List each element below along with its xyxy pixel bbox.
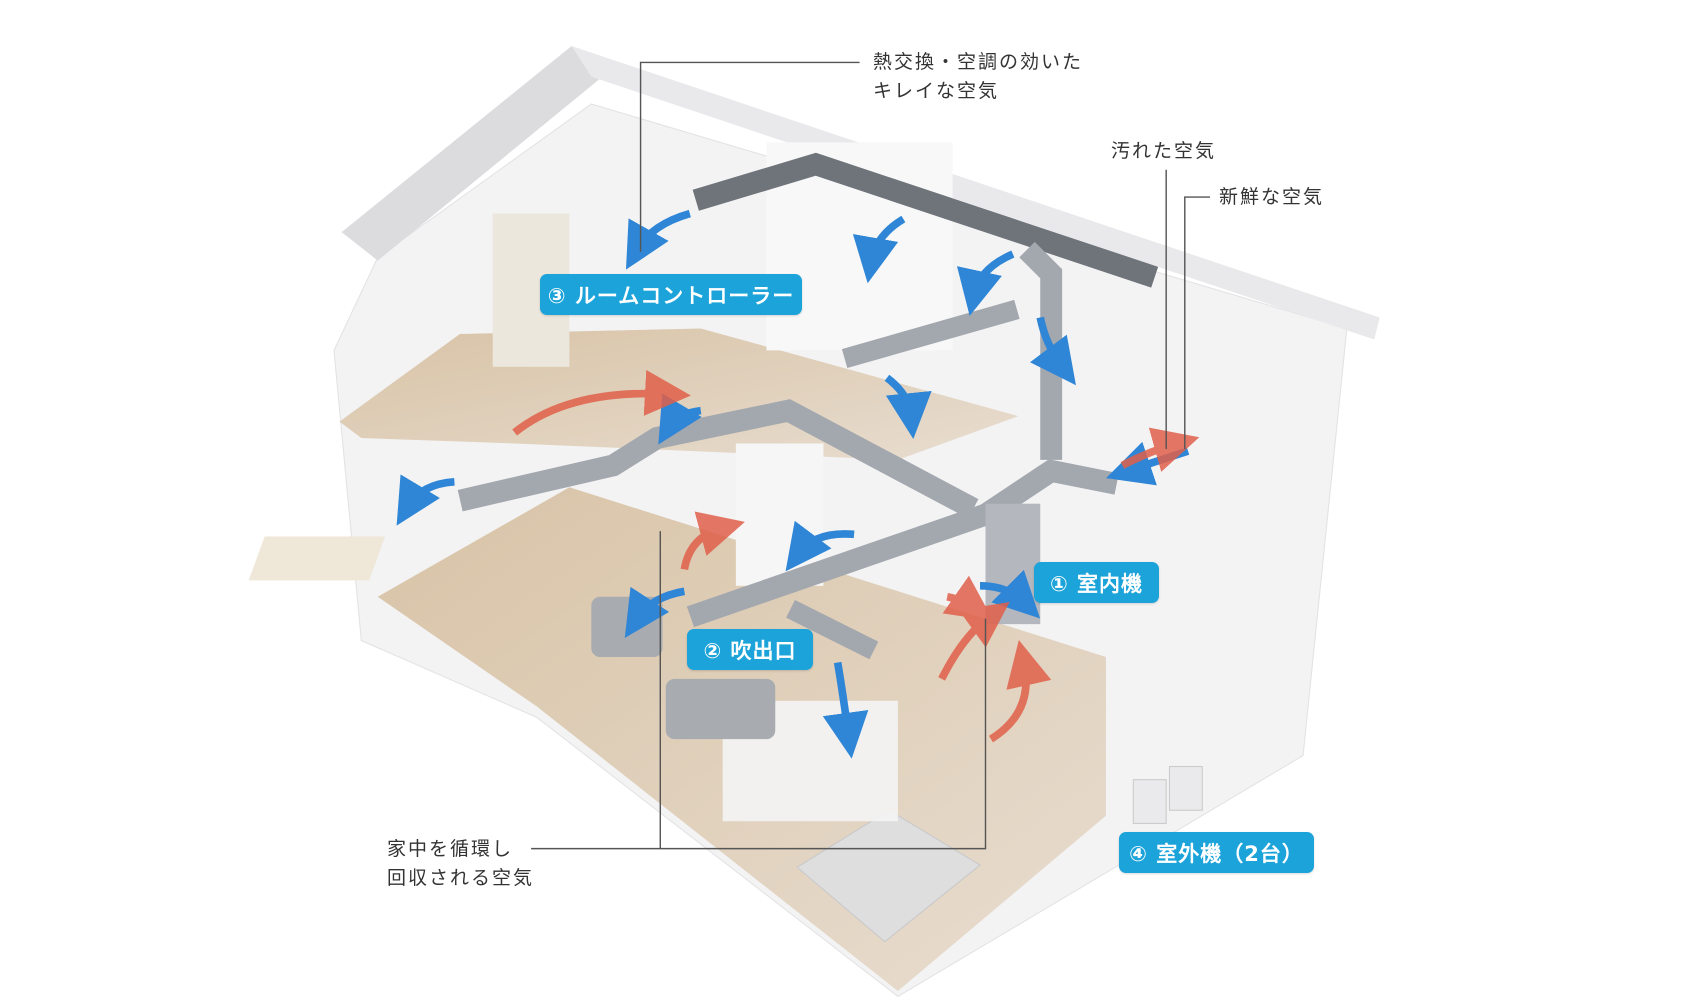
outdoor-unit-badge: ④ 室外機（2台） bbox=[1119, 832, 1314, 873]
recirculated-air-line2: 回収される空気 bbox=[387, 867, 535, 889]
tiled-entry bbox=[796, 809, 981, 943]
leader-lines bbox=[531, 61, 1210, 850]
dirty-air-label: 汚れた空気 bbox=[1111, 140, 1217, 162]
outdoor-unit-2 bbox=[1168, 765, 1203, 811]
recirculated-air-label: 家中を循環し 回収される空気 bbox=[387, 835, 534, 893]
duct-network bbox=[457, 152, 1159, 660]
indoor-unit-badge: ① 室内機 bbox=[1034, 562, 1159, 603]
room-controller-badge: ③ ルームコントローラー bbox=[540, 274, 802, 315]
sofa bbox=[665, 678, 776, 740]
conditioned-air-line1: 熱交換・空調の効いた bbox=[873, 51, 1084, 73]
conditioned-air-label: 熱交換・空調の効いた キレイな空気 bbox=[873, 48, 1083, 106]
outdoor-unit-1 bbox=[1132, 779, 1167, 824]
conditioned-air-line2: キレイな空気 bbox=[873, 80, 1000, 102]
return-air-arrows bbox=[512, 369, 1200, 743]
outlet-badge: ② 吹出口 bbox=[687, 629, 813, 670]
recirculated-air-line1: 家中を循環し bbox=[387, 838, 514, 860]
fresh-air-label: 新鮮な空気 bbox=[1219, 186, 1325, 208]
roof-edge bbox=[571, 45, 1380, 340]
indoor-unit bbox=[985, 503, 1041, 625]
dining-table bbox=[248, 536, 386, 581]
roof-gable bbox=[341, 45, 614, 261]
